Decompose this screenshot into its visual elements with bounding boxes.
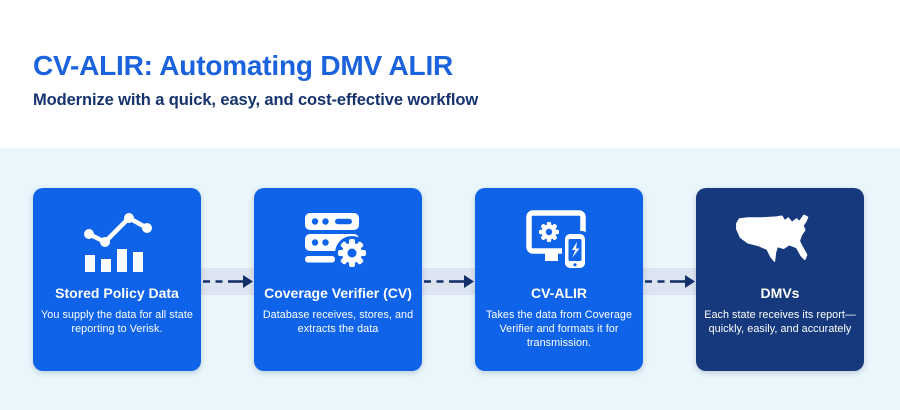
step-title: Coverage Verifier (CV) xyxy=(264,285,412,301)
usa-map-icon xyxy=(734,202,826,280)
arrow-band xyxy=(198,268,257,295)
step-description: You supply the data for all state report… xyxy=(41,308,193,335)
workflow-section: Stored Policy Data You supply the data f… xyxy=(0,148,900,410)
step-title: CV-ALIR xyxy=(531,285,587,301)
arrow-band xyxy=(419,268,478,295)
dashed-arrow-right-icon xyxy=(645,275,695,288)
step-card-stored-policy-data: Stored Policy Data You supply the data f… xyxy=(33,188,201,371)
workflow-diagram: Stored Policy Data You supply the data f… xyxy=(33,188,864,371)
page-header: CV-ALIR: Automating DMV ALIR Modernize w… xyxy=(33,50,478,110)
step-title: Stored Policy Data xyxy=(55,285,179,301)
device-sync-icon xyxy=(521,202,597,280)
page-title: CV-ALIR: Automating DMV ALIR xyxy=(33,50,454,81)
step-card-dmvs: DMVs Each state receives its report—quic… xyxy=(696,188,864,371)
arrow-band xyxy=(640,268,699,295)
page-subtitle: Modernize with a quick, easy, and cost-e… xyxy=(33,91,479,109)
step-title: DMVs xyxy=(760,285,800,301)
trend-bar-chart-icon xyxy=(79,202,155,280)
dashed-arrow-right-icon xyxy=(203,275,253,288)
step-description: Takes the data from Coverage Verifier an… xyxy=(485,308,633,350)
connector-2 xyxy=(419,188,478,371)
step-card-cv-alir: CV-ALIR Takes the data from Coverage Ver… xyxy=(475,188,643,371)
dashed-arrow-right-icon xyxy=(424,275,474,288)
server-gear-icon xyxy=(302,202,374,280)
step-description: Each state receives its report—quickly, … xyxy=(704,308,856,335)
connector-3 xyxy=(640,188,699,371)
connector-1 xyxy=(198,188,257,371)
step-card-coverage-verifier: Coverage Verifier (CV) Database receives… xyxy=(254,188,422,371)
step-description: Database receives, stores, and extracts … xyxy=(262,308,414,335)
